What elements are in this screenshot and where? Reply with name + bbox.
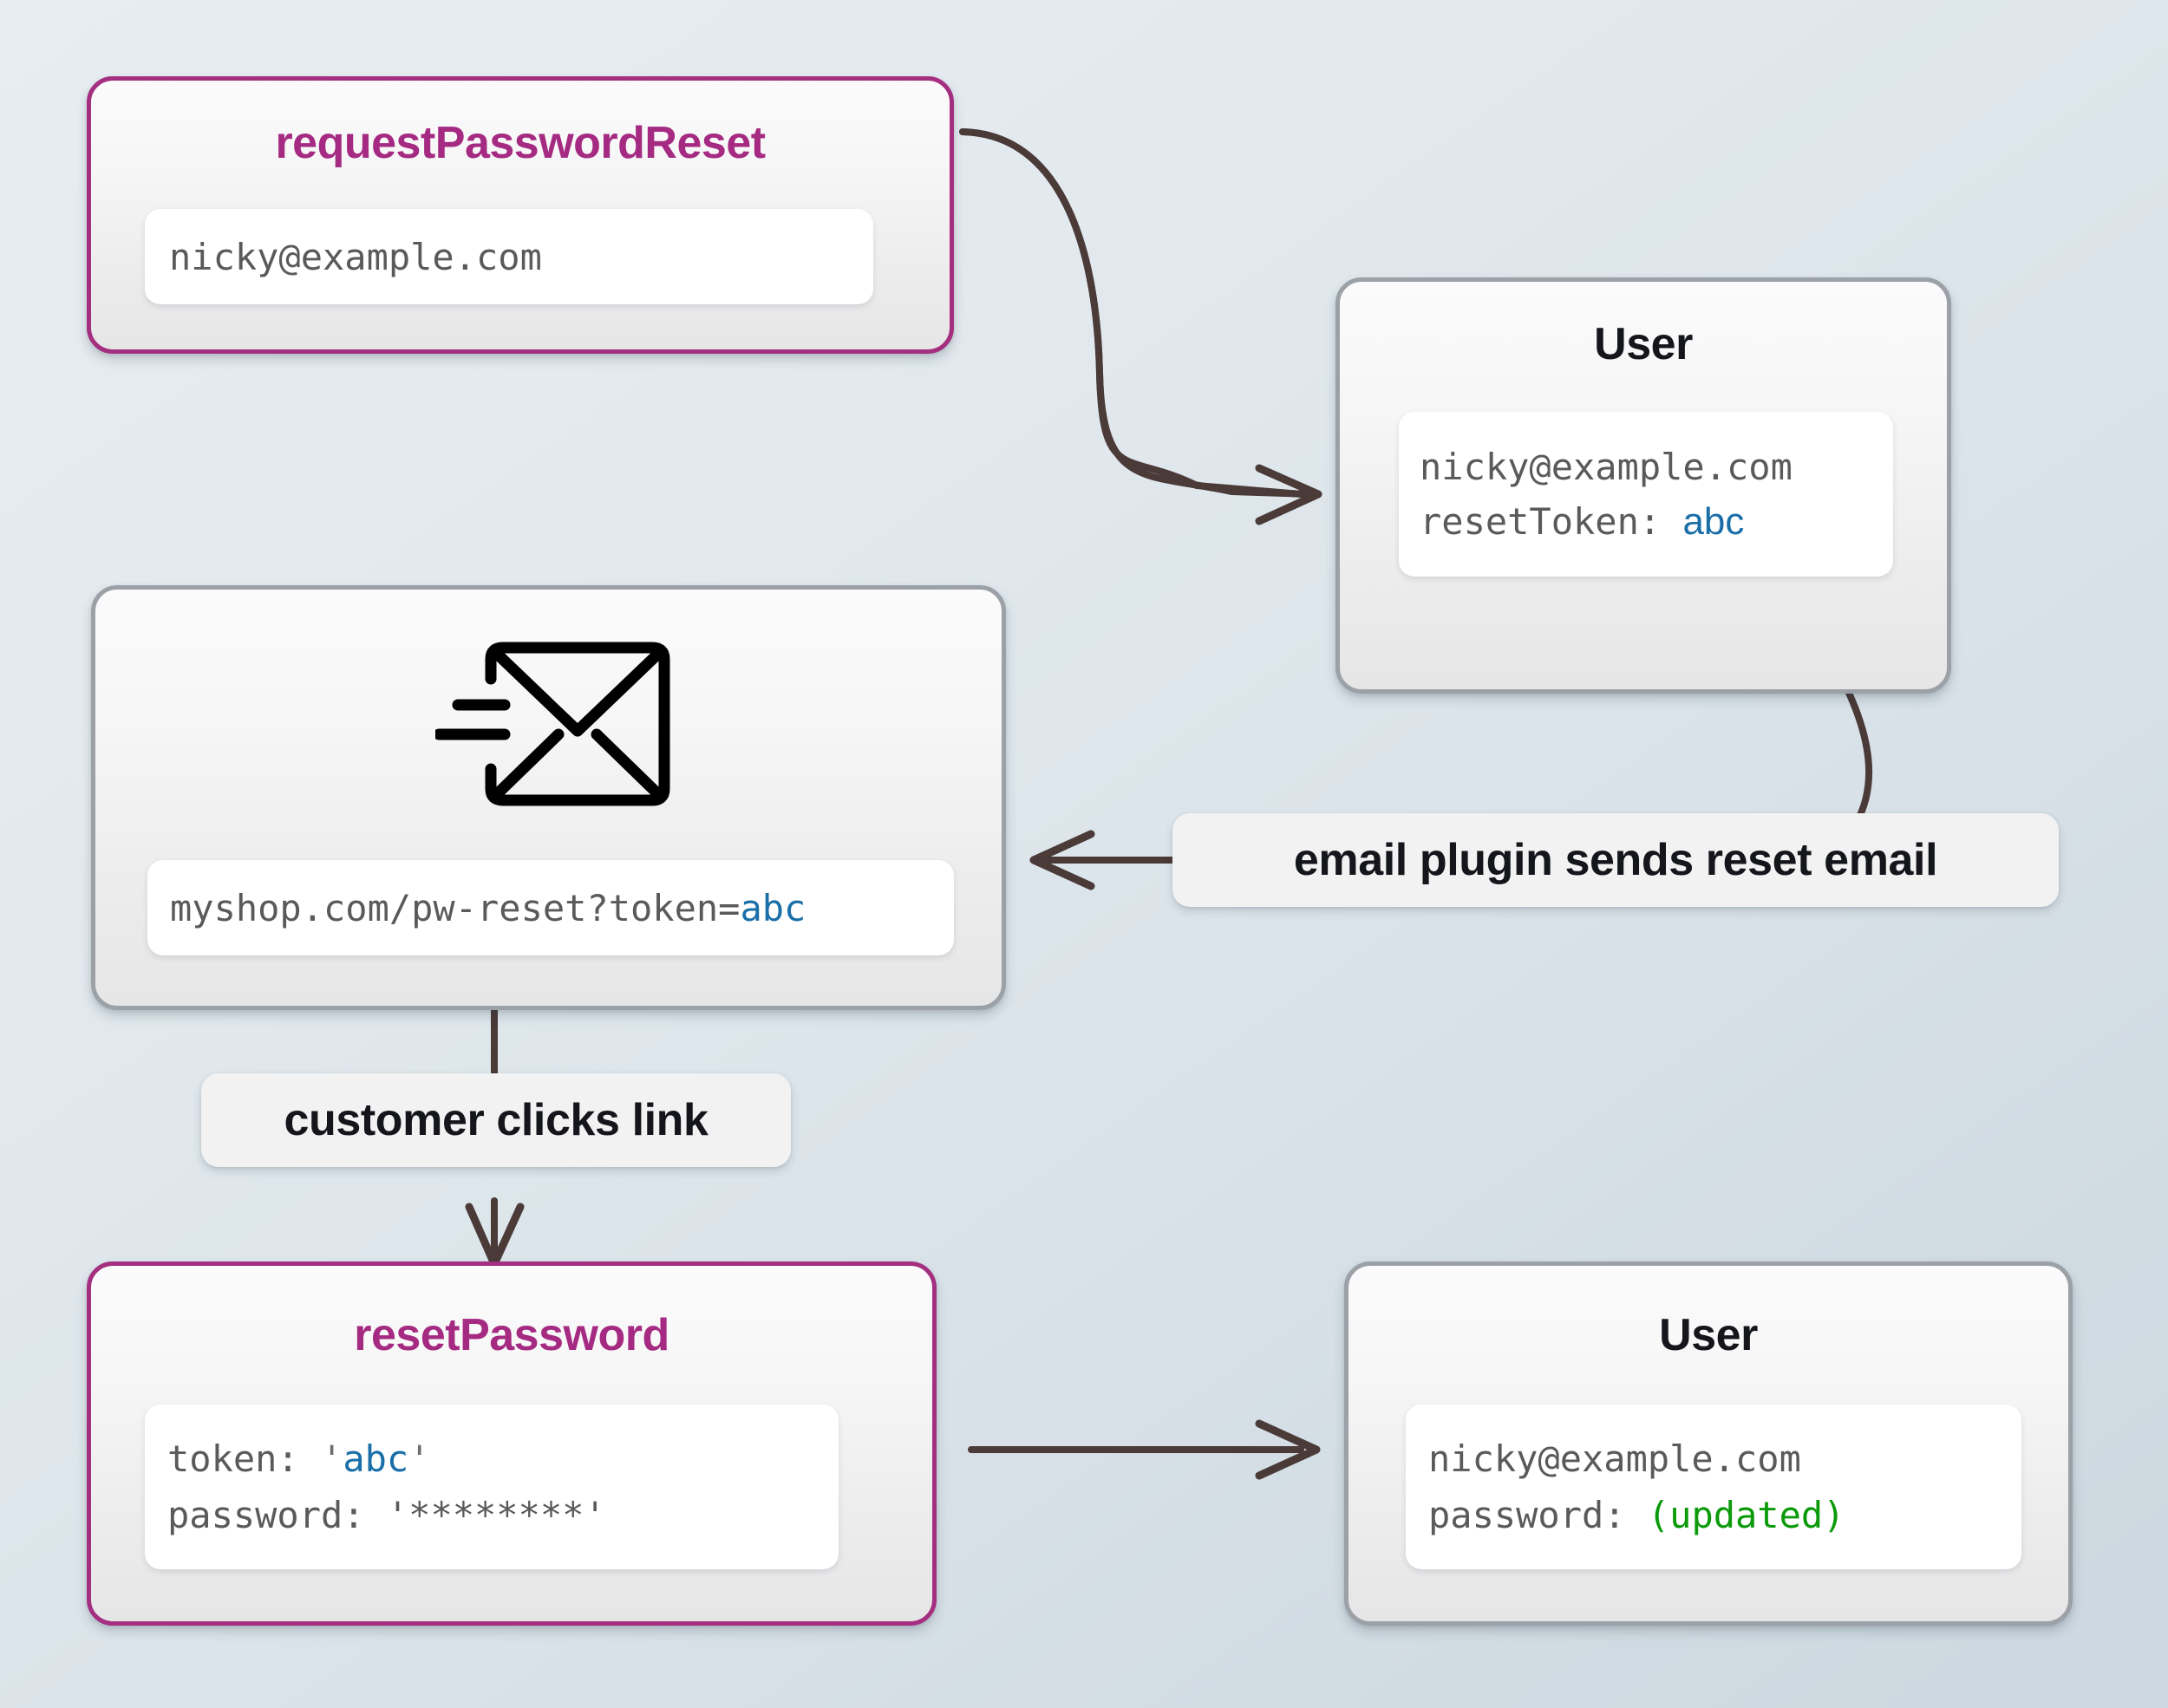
code-line-token: token: 'abc' [167,1437,816,1480]
envelope-send-icon [435,642,670,806]
code-value-token: abc [343,1437,409,1480]
node-title: requestPasswordReset [275,118,766,168]
node-reset-email[interactable]: myshop.com/pw-reset?token=abc [91,585,1006,1010]
code-line-password: password: (updated) [1428,1494,1999,1536]
code-value-token: abc [740,886,806,929]
edge-resetpassword-to-user [968,1419,1321,1480]
node-title: User [1594,319,1693,369]
code-value-password: '********' [386,1494,606,1536]
node-user-with-token[interactable]: User nicky@example.com resetToken: abc [1335,277,1951,694]
code-key: password: [167,1494,387,1536]
code-key: token: [167,1437,322,1480]
node-title: resetPassword [354,1310,669,1360]
code-line-email: nicky@example.com [169,235,542,278]
code-quote-open: ' [321,1437,343,1480]
code-key: resetToken: [1420,499,1683,543]
code-line-password: password: '********' [167,1494,816,1536]
code-quote-close: ' [408,1437,431,1480]
node-user-updated[interactable]: User nicky@example.com password: (update… [1344,1261,2073,1626]
code-url-base: myshop.com/pw-reset?token= [170,886,741,929]
code-panel: myshop.com/pw-reset?token=abc [147,860,954,955]
code-panel: nicky@example.com password: (updated) [1406,1405,2021,1569]
edge-label-email-plugin: email plugin sends reset email [1172,813,2059,907]
code-line-reset-token: resetToken: abc [1420,500,1872,544]
code-key: password: [1428,1494,1648,1536]
edge-request-to-user [959,128,1322,525]
code-line-reset-url: myshop.com/pw-reset?token=abc [170,887,931,929]
node-title: User [1659,1310,1758,1360]
node-reset-password[interactable]: resetPassword token: 'abc' password: '**… [87,1261,937,1626]
node-request-password-reset[interactable]: requestPasswordReset nicky@example.com [87,76,954,354]
code-panel: nicky@example.com [145,209,873,304]
code-panel: nicky@example.com resetToken: abc [1399,412,1893,577]
code-value-token: abc [1682,499,1745,543]
edge-label-customer-clicks: customer clicks link [201,1073,791,1167]
code-panel: token: 'abc' password: '********' [145,1405,839,1569]
code-value-updated: (updated) [1647,1494,1845,1536]
code-line-email: nicky@example.com [1428,1437,1801,1480]
code-line-email: nicky@example.com [1420,445,1793,488]
